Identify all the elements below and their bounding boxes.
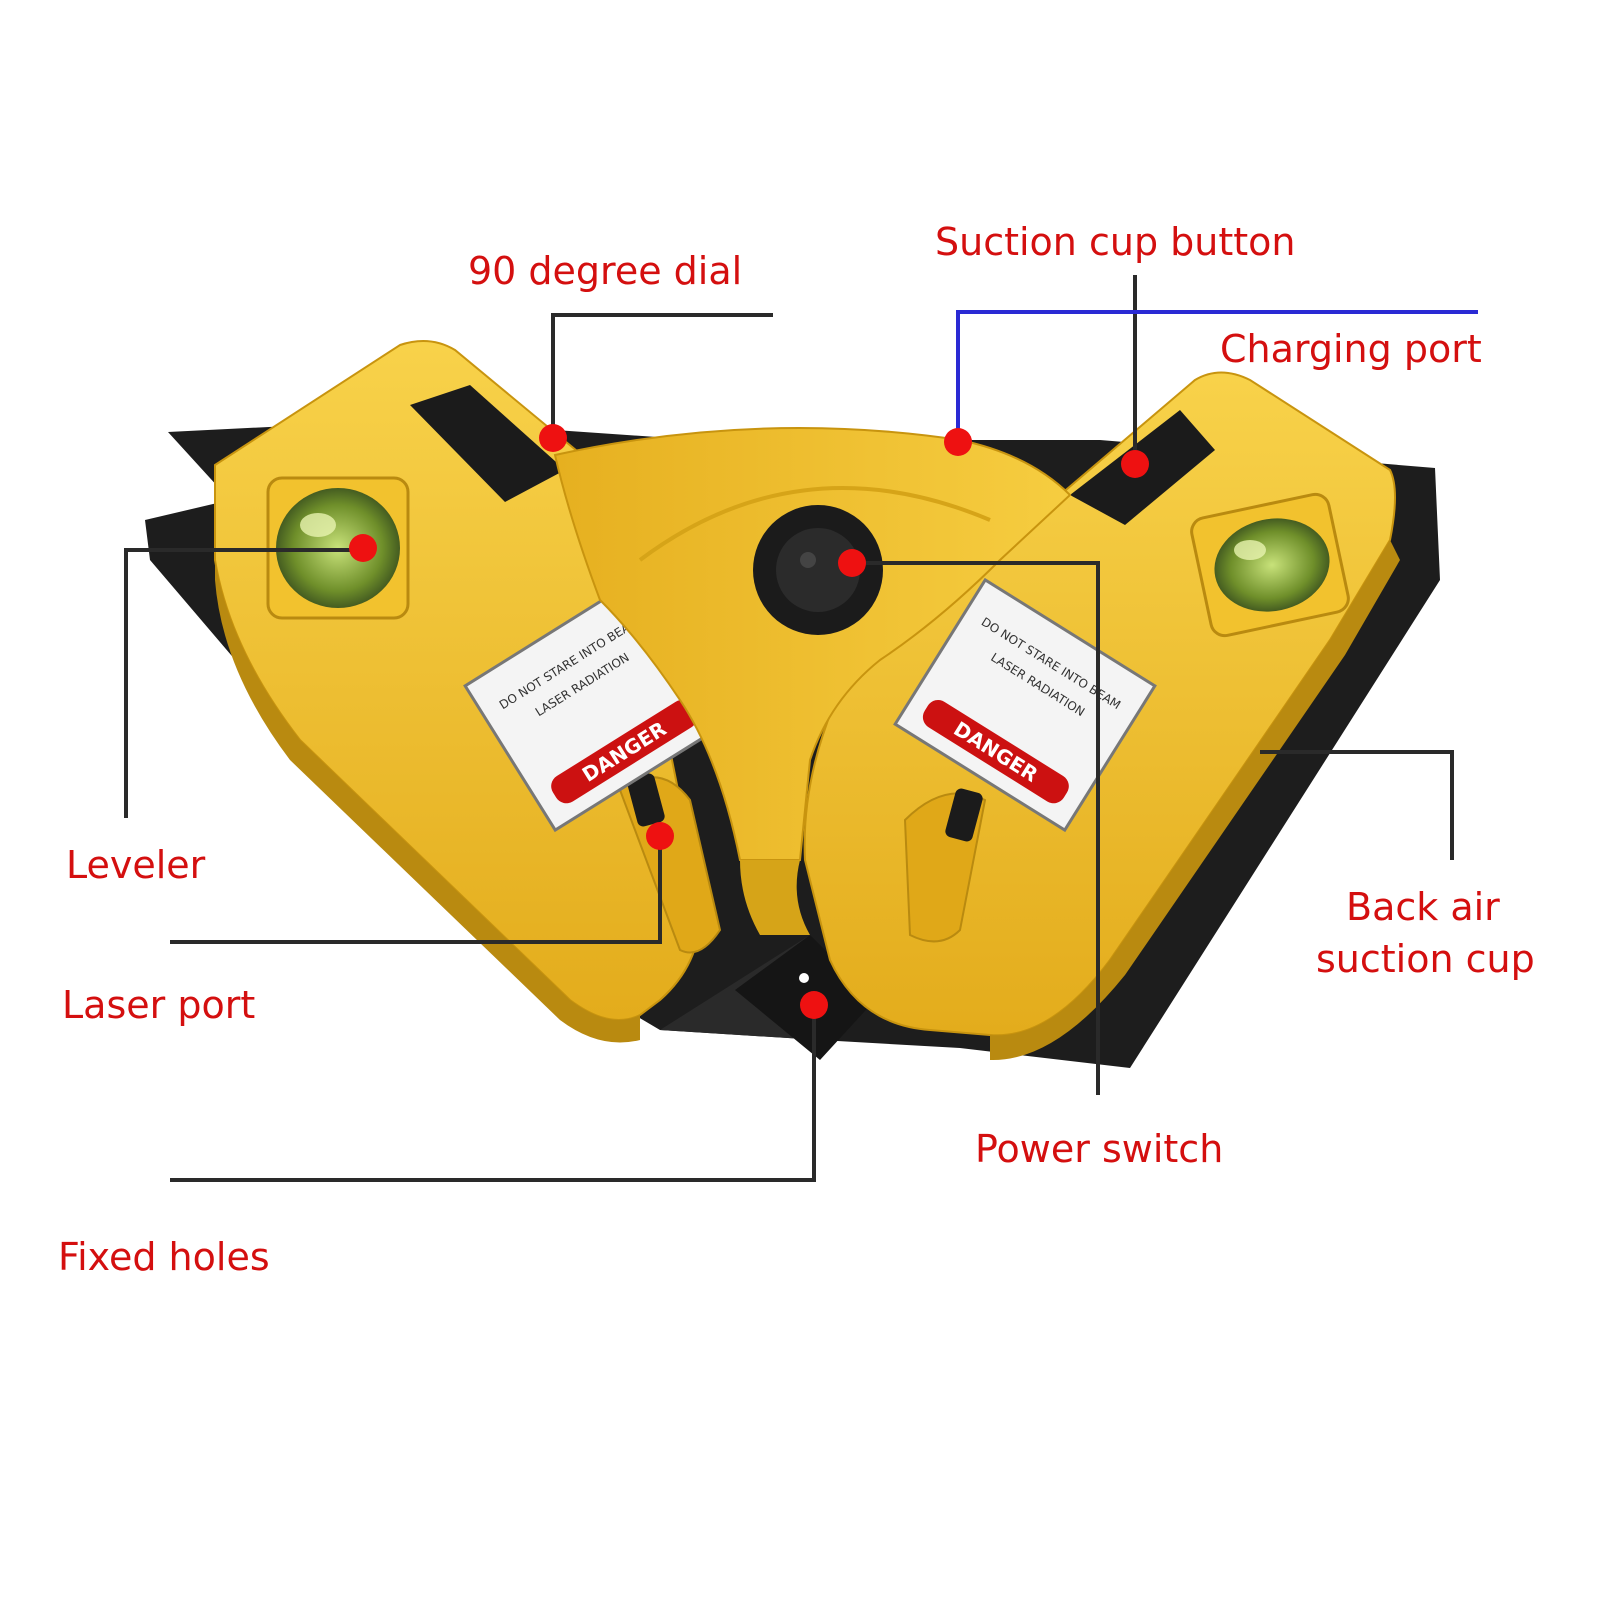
leader-back-suction [1260,750,1454,860]
dot-dial [539,424,567,452]
marker-dots [349,424,1149,1019]
callout-labels: 90 degree dial Suction cup button Chargi… [58,220,1535,1279]
dot-fixed-holes [800,991,828,1019]
label-back-suction-line1: Back air [1346,885,1500,929]
leader-charging-port [956,310,1478,442]
dot-charging-port [944,428,972,456]
leader-laser-port [170,836,662,944]
label-charging-port: Charging port [1220,327,1482,371]
center-dial-hub [553,427,1072,935]
dot-laser-port [646,822,674,850]
label-laser-port: Laser port [62,983,255,1027]
dot-power-switch [838,549,866,577]
label-dial: 90 degree dial [468,249,742,293]
label-power-switch: Power switch [975,1127,1223,1171]
leader-dial [551,313,773,438]
fixed-hole [799,973,809,983]
label-fixed-holes: Fixed holes [58,1235,270,1279]
leader-leveler [124,548,354,818]
dial-cap-left [410,385,565,502]
label-suction-cup-button: Suction cup button [935,220,1295,264]
dot-suction-button [1121,450,1149,478]
power-switch-knob [753,505,883,635]
dot-leveler [349,534,377,562]
label-back-suction-line2: suction cup [1316,937,1535,981]
leader-lines [124,275,1478,1182]
leader-power-switch [855,561,1100,1095]
leader-fixed-holes [170,1005,816,1182]
right-leveler-vial [1190,492,1350,638]
label-leveler: Leveler [66,843,206,887]
